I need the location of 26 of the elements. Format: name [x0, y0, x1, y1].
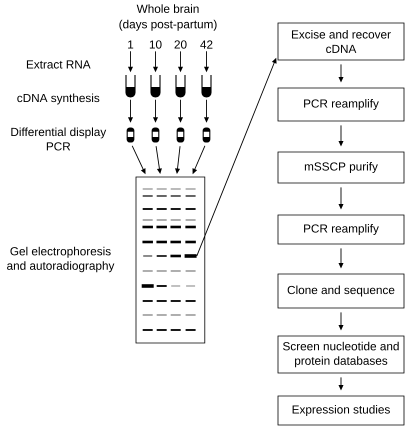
- test-tube: [175, 75, 186, 98]
- test-tube: [150, 75, 161, 98]
- process-box: PCR reamplify: [278, 214, 404, 244]
- step-label: Gel electrophoresis and autoradiography: [7, 246, 114, 272]
- process-box: PCR reamplify: [278, 88, 404, 122]
- process-box: Excise and recover cDNA: [278, 22, 404, 60]
- gel-band: [184, 254, 197, 258]
- step-label: Differential display PCR: [11, 127, 106, 151]
- day-label: 42: [200, 40, 212, 49]
- step-label: Extract RNA: [26, 60, 91, 69]
- step-label: cDNA synthesis: [17, 94, 100, 104]
- process-box: Clone and sequence: [278, 274, 404, 308]
- process-box: mSSCP purify: [278, 152, 404, 184]
- column-heading: Whole brain (days post-partum): [119, 4, 217, 31]
- small-tube: [152, 127, 160, 143]
- day-label: 20: [174, 40, 187, 49]
- small-tube: [202, 127, 210, 143]
- small-tube: [176, 127, 184, 143]
- test-tube: [201, 75, 212, 98]
- process-box: Screen nucleotide and protein databases: [278, 336, 404, 374]
- process-box: Expression studies: [278, 396, 404, 426]
- test-tube: [125, 75, 136, 98]
- day-label: 1: [128, 40, 134, 49]
- day-label: 10: [150, 40, 162, 49]
- small-tube: [126, 127, 134, 143]
- gel-box: [136, 176, 206, 344]
